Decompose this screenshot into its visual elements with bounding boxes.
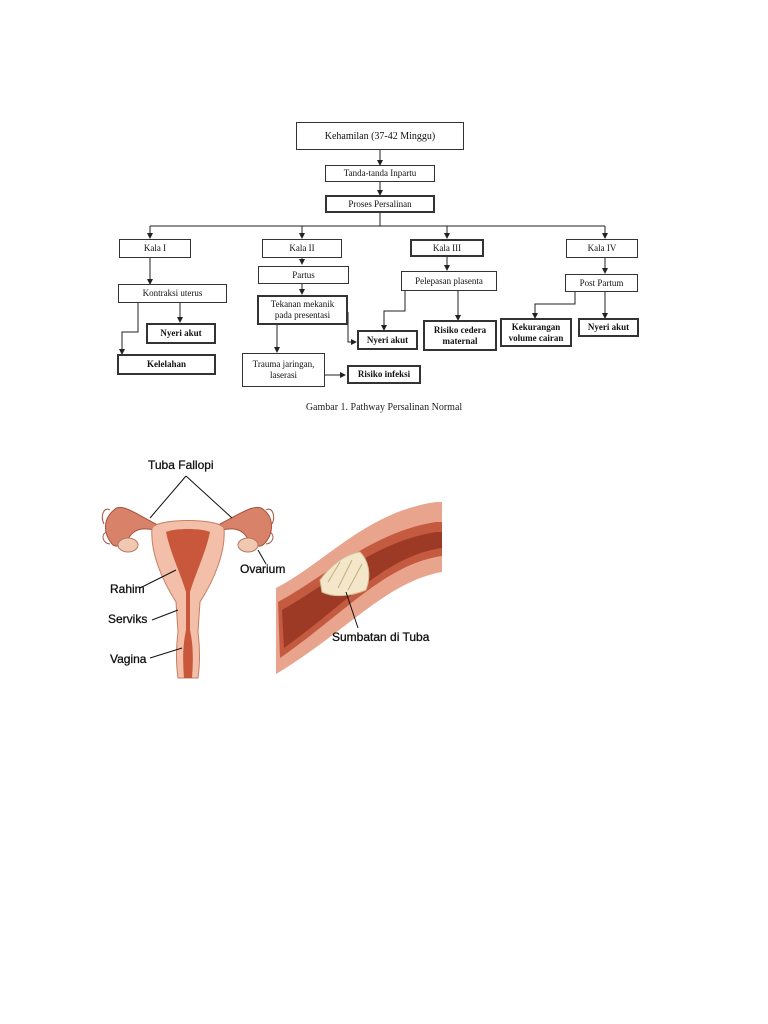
node-kala-1-label: Kala I	[143, 243, 167, 253]
node-proses-persalinan: Proses Persalinan	[325, 195, 435, 213]
node-tekanan-mekanik: Tekanan mekanik pada presentasi	[257, 295, 348, 325]
node-tanda-label: Tanda-tanda Inpartu	[343, 168, 417, 178]
node-kala-2-label: Kala II	[289, 243, 315, 253]
node-kala-2: Kala II	[262, 239, 342, 258]
node-nyeri-akut-1: Nyeri akut	[146, 323, 216, 344]
node-kontraksi-uterus: Kontraksi uterus	[118, 284, 227, 303]
node-trauma-line1: Trauma jaringan,	[252, 359, 315, 369]
node-risiko-cedera-maternal: Risiko cedera maternal	[423, 320, 497, 351]
node-kala-4: Kala IV	[566, 239, 638, 258]
node-post-partum-label: Post Partum	[579, 277, 624, 288]
node-kelelahan-label: Kelelahan	[146, 359, 186, 369]
node-nyeri-3-label: Nyeri akut	[587, 322, 630, 332]
node-pelepasan-label: Pelepasan plasenta	[415, 275, 483, 286]
node-kehamilan-label: Kehamilan (37-42 Minggu)	[324, 130, 436, 142]
tube-blockage-figure	[276, 502, 442, 674]
uterus-figure	[101, 506, 275, 679]
node-kala-3-label: Kala III	[432, 242, 462, 253]
node-kala-1: Kala I	[119, 239, 191, 258]
node-kehamilan: Kehamilan (37-42 Minggu)	[296, 122, 464, 150]
node-proses-label: Proses Persalinan	[348, 198, 412, 209]
label-ovarium: Ovarium	[240, 562, 286, 576]
label-vagina: Vagina	[110, 652, 147, 666]
node-tekanan-line1: Tekanan mekanik	[270, 299, 335, 309]
node-kala-3: Kala III	[410, 239, 484, 257]
node-nyeri-1-label: Nyeri akut	[160, 328, 202, 338]
node-nyeri-akut-3: Nyeri akut	[578, 318, 639, 337]
node-nyeri-akut-2: Nyeri akut	[357, 330, 418, 350]
label-sumbatan-di-tuba: Sumbatan di Tuba	[332, 630, 430, 644]
label-tuba-fallopi: Tuba Fallopi	[148, 458, 214, 472]
label-serviks: Serviks	[108, 612, 148, 626]
node-kontraksi-label: Kontraksi uterus	[142, 288, 203, 298]
node-kekurangan-line1: Kekurangan	[511, 321, 561, 332]
label-rahim: Rahim	[110, 582, 145, 596]
node-tekanan-line2: pada presentasi	[274, 310, 331, 320]
node-partus-label: Partus	[292, 269, 315, 280]
node-risiko-cedera-line2: maternal	[442, 335, 478, 346]
node-kala-4-label: Kala IV	[587, 243, 617, 253]
node-kelelahan: Kelelahan	[117, 354, 216, 375]
node-pelepasan-plasenta: Pelepasan plasenta	[401, 271, 497, 291]
node-nyeri-2-label: Nyeri akut	[366, 334, 409, 345]
node-partus: Partus	[258, 266, 349, 284]
node-trauma-line2: laserasi	[270, 370, 297, 380]
anatomy-illustration: Tuba Fallopi Ovarium Rahim Serviks Vagin…	[96, 452, 442, 682]
node-tanda-inpartu: Tanda-tanda Inpartu	[325, 165, 435, 182]
node-risiko-infeksi-label: Risiko infeksi	[357, 369, 411, 379]
node-kekurangan-line2: volume cairan	[508, 332, 564, 343]
node-kekurangan-volume-cairan: Kekurangan volume cairan	[500, 318, 572, 347]
node-trauma-jaringan: Trauma jaringan, laserasi	[242, 353, 325, 387]
node-risiko-cedera-line1: Risiko cedera	[433, 324, 487, 335]
figure-caption: Gambar 1. Pathway Persalinan Normal	[305, 402, 463, 413]
node-post-partum: Post Partum	[565, 274, 638, 292]
uterus-drawing	[101, 475, 442, 679]
node-risiko-infeksi: Risiko infeksi	[347, 365, 421, 384]
